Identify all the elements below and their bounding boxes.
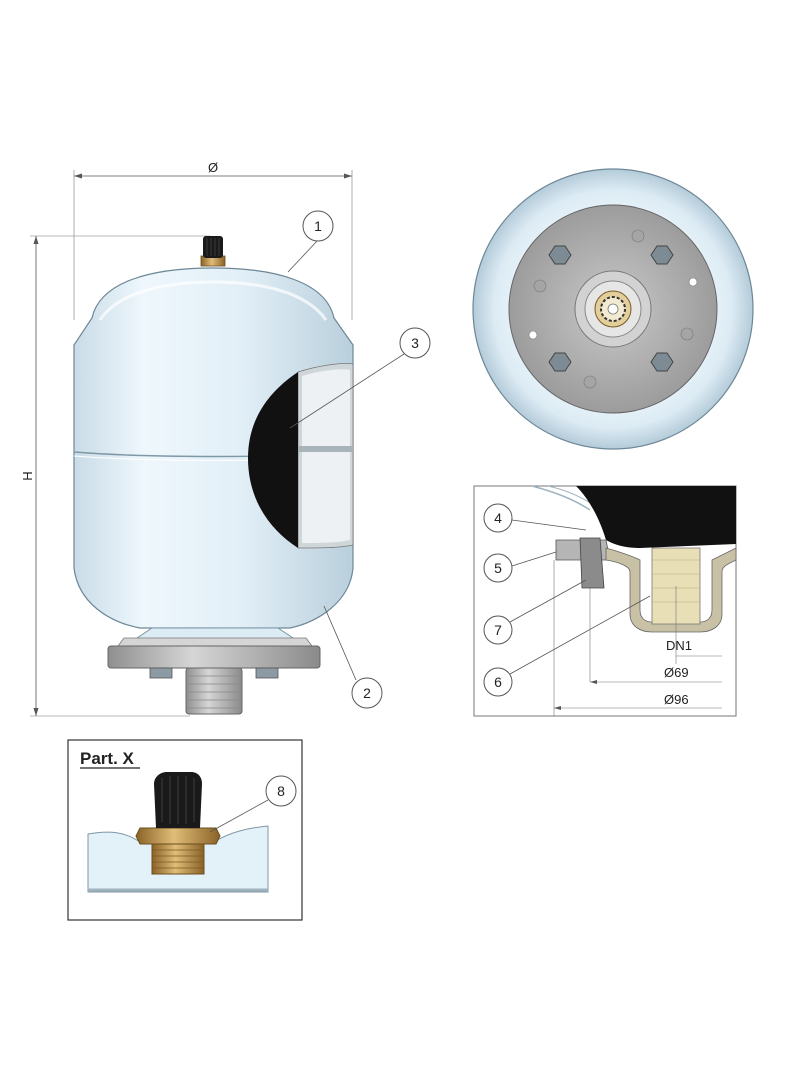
front-view: Ø H [20, 160, 431, 717]
callout-label: 4 [494, 510, 502, 526]
section-brass-insert [605, 547, 737, 633]
bolt [255, 667, 279, 679]
callout-3: 3 [289, 327, 431, 429]
callout-label: 7 [494, 622, 502, 638]
dn-label: DN1 [666, 638, 692, 653]
callout-5: 5 [483, 551, 557, 583]
bottom-flange [107, 645, 321, 669]
membrane [248, 372, 298, 548]
bottom-view [472, 168, 754, 450]
callout-label: 2 [363, 685, 371, 701]
callout-1: 1 [287, 210, 334, 273]
section-detail: DN1 Ø69 Ø96 4 5 7 6 [473, 485, 737, 717]
bolt [149, 667, 173, 679]
callout-label: 3 [411, 335, 419, 351]
callout-2: 2 [323, 605, 383, 709]
vessel-body [73, 267, 354, 629]
diameter-symbol-label: Ø [208, 160, 218, 175]
height-label: H [20, 471, 35, 480]
bolt-heads [548, 245, 674, 372]
callout-6: 6 [483, 595, 651, 697]
callout-label: 6 [494, 674, 502, 690]
height-dimension: H [20, 235, 210, 717]
air-valve [200, 236, 226, 267]
threaded-connection [185, 667, 243, 715]
brass-nut [135, 827, 221, 845]
inner-diameter-label: Ø69 [664, 665, 689, 680]
section-membrane [576, 486, 736, 548]
callout-4: 4 [483, 503, 587, 533]
callout-7: 7 [483, 579, 587, 645]
outer-diameter-label: Ø96 [664, 692, 689, 707]
callout-label: 8 [277, 783, 285, 799]
callout-label: 1 [314, 218, 322, 234]
part-x-title: Part. X [80, 749, 135, 768]
callout-8: 8 [209, 775, 297, 833]
callout-label: 5 [494, 560, 502, 576]
part-x-detail: Part. X 8 [67, 739, 303, 921]
diameter-dimension: Ø [73, 160, 353, 320]
